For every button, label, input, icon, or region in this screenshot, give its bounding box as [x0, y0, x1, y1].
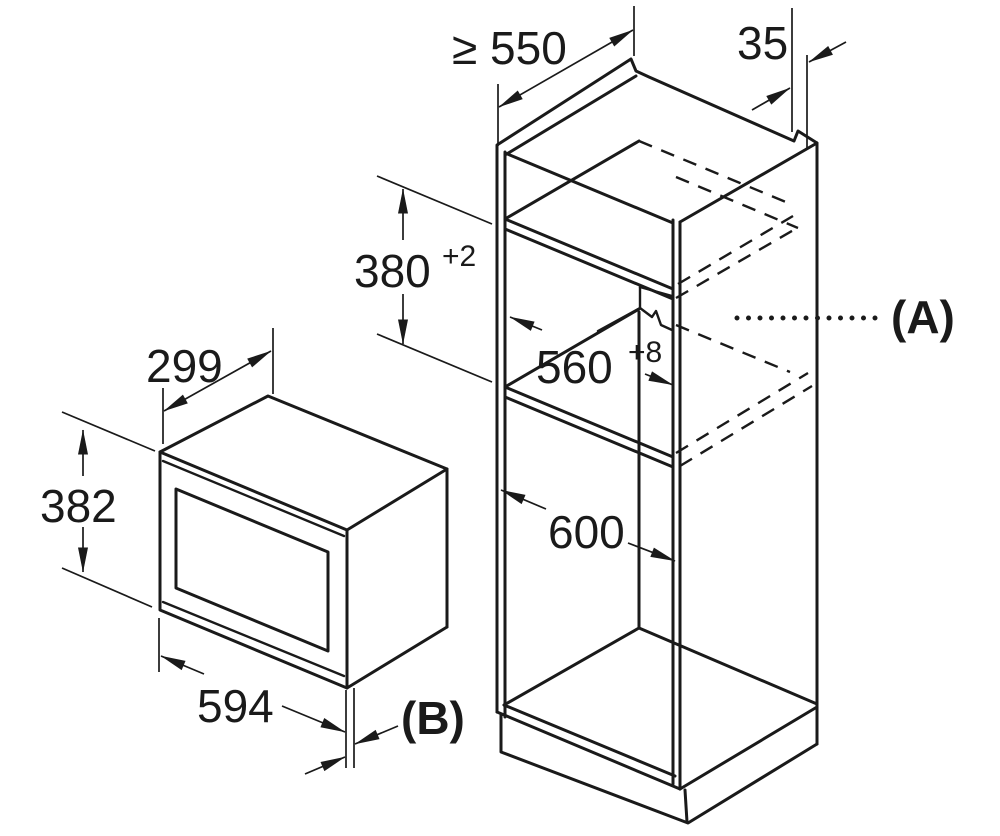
cabinet-outline: [495, 57, 819, 825]
door-window: [174, 487, 330, 653]
dimension-labels: ≥ 550 35 380 +2 560 +8 600 299 382 594 (…: [40, 17, 955, 744]
appliance-reference-label: (B): [401, 692, 465, 744]
microwave-outline: [158, 394, 449, 690]
dim-niche-width-tolerance: +8: [628, 336, 662, 369]
dim-top-depth-label: ≥ 550: [452, 22, 567, 74]
dim-niche-width-label: 560: [536, 341, 613, 393]
dim-appliance-height-label: 382: [40, 480, 117, 532]
dim-niche-height-tolerance: +2: [442, 240, 476, 273]
cable-cutout: [596, 285, 674, 333]
dim-appliance-depth-label: 299: [146, 340, 223, 392]
cabinet-reference-label: (A): [891, 291, 955, 343]
dim-lower-depth-label: 600: [548, 506, 625, 558]
dim-niche-height-label: 380: [354, 245, 431, 297]
dim-rear-gap-label: 35: [737, 17, 788, 69]
dimension-lines: [61, 6, 847, 775]
cabinet-hidden-edges: [638, 139, 813, 468]
dim-appliance-width-label: 594: [197, 680, 274, 732]
